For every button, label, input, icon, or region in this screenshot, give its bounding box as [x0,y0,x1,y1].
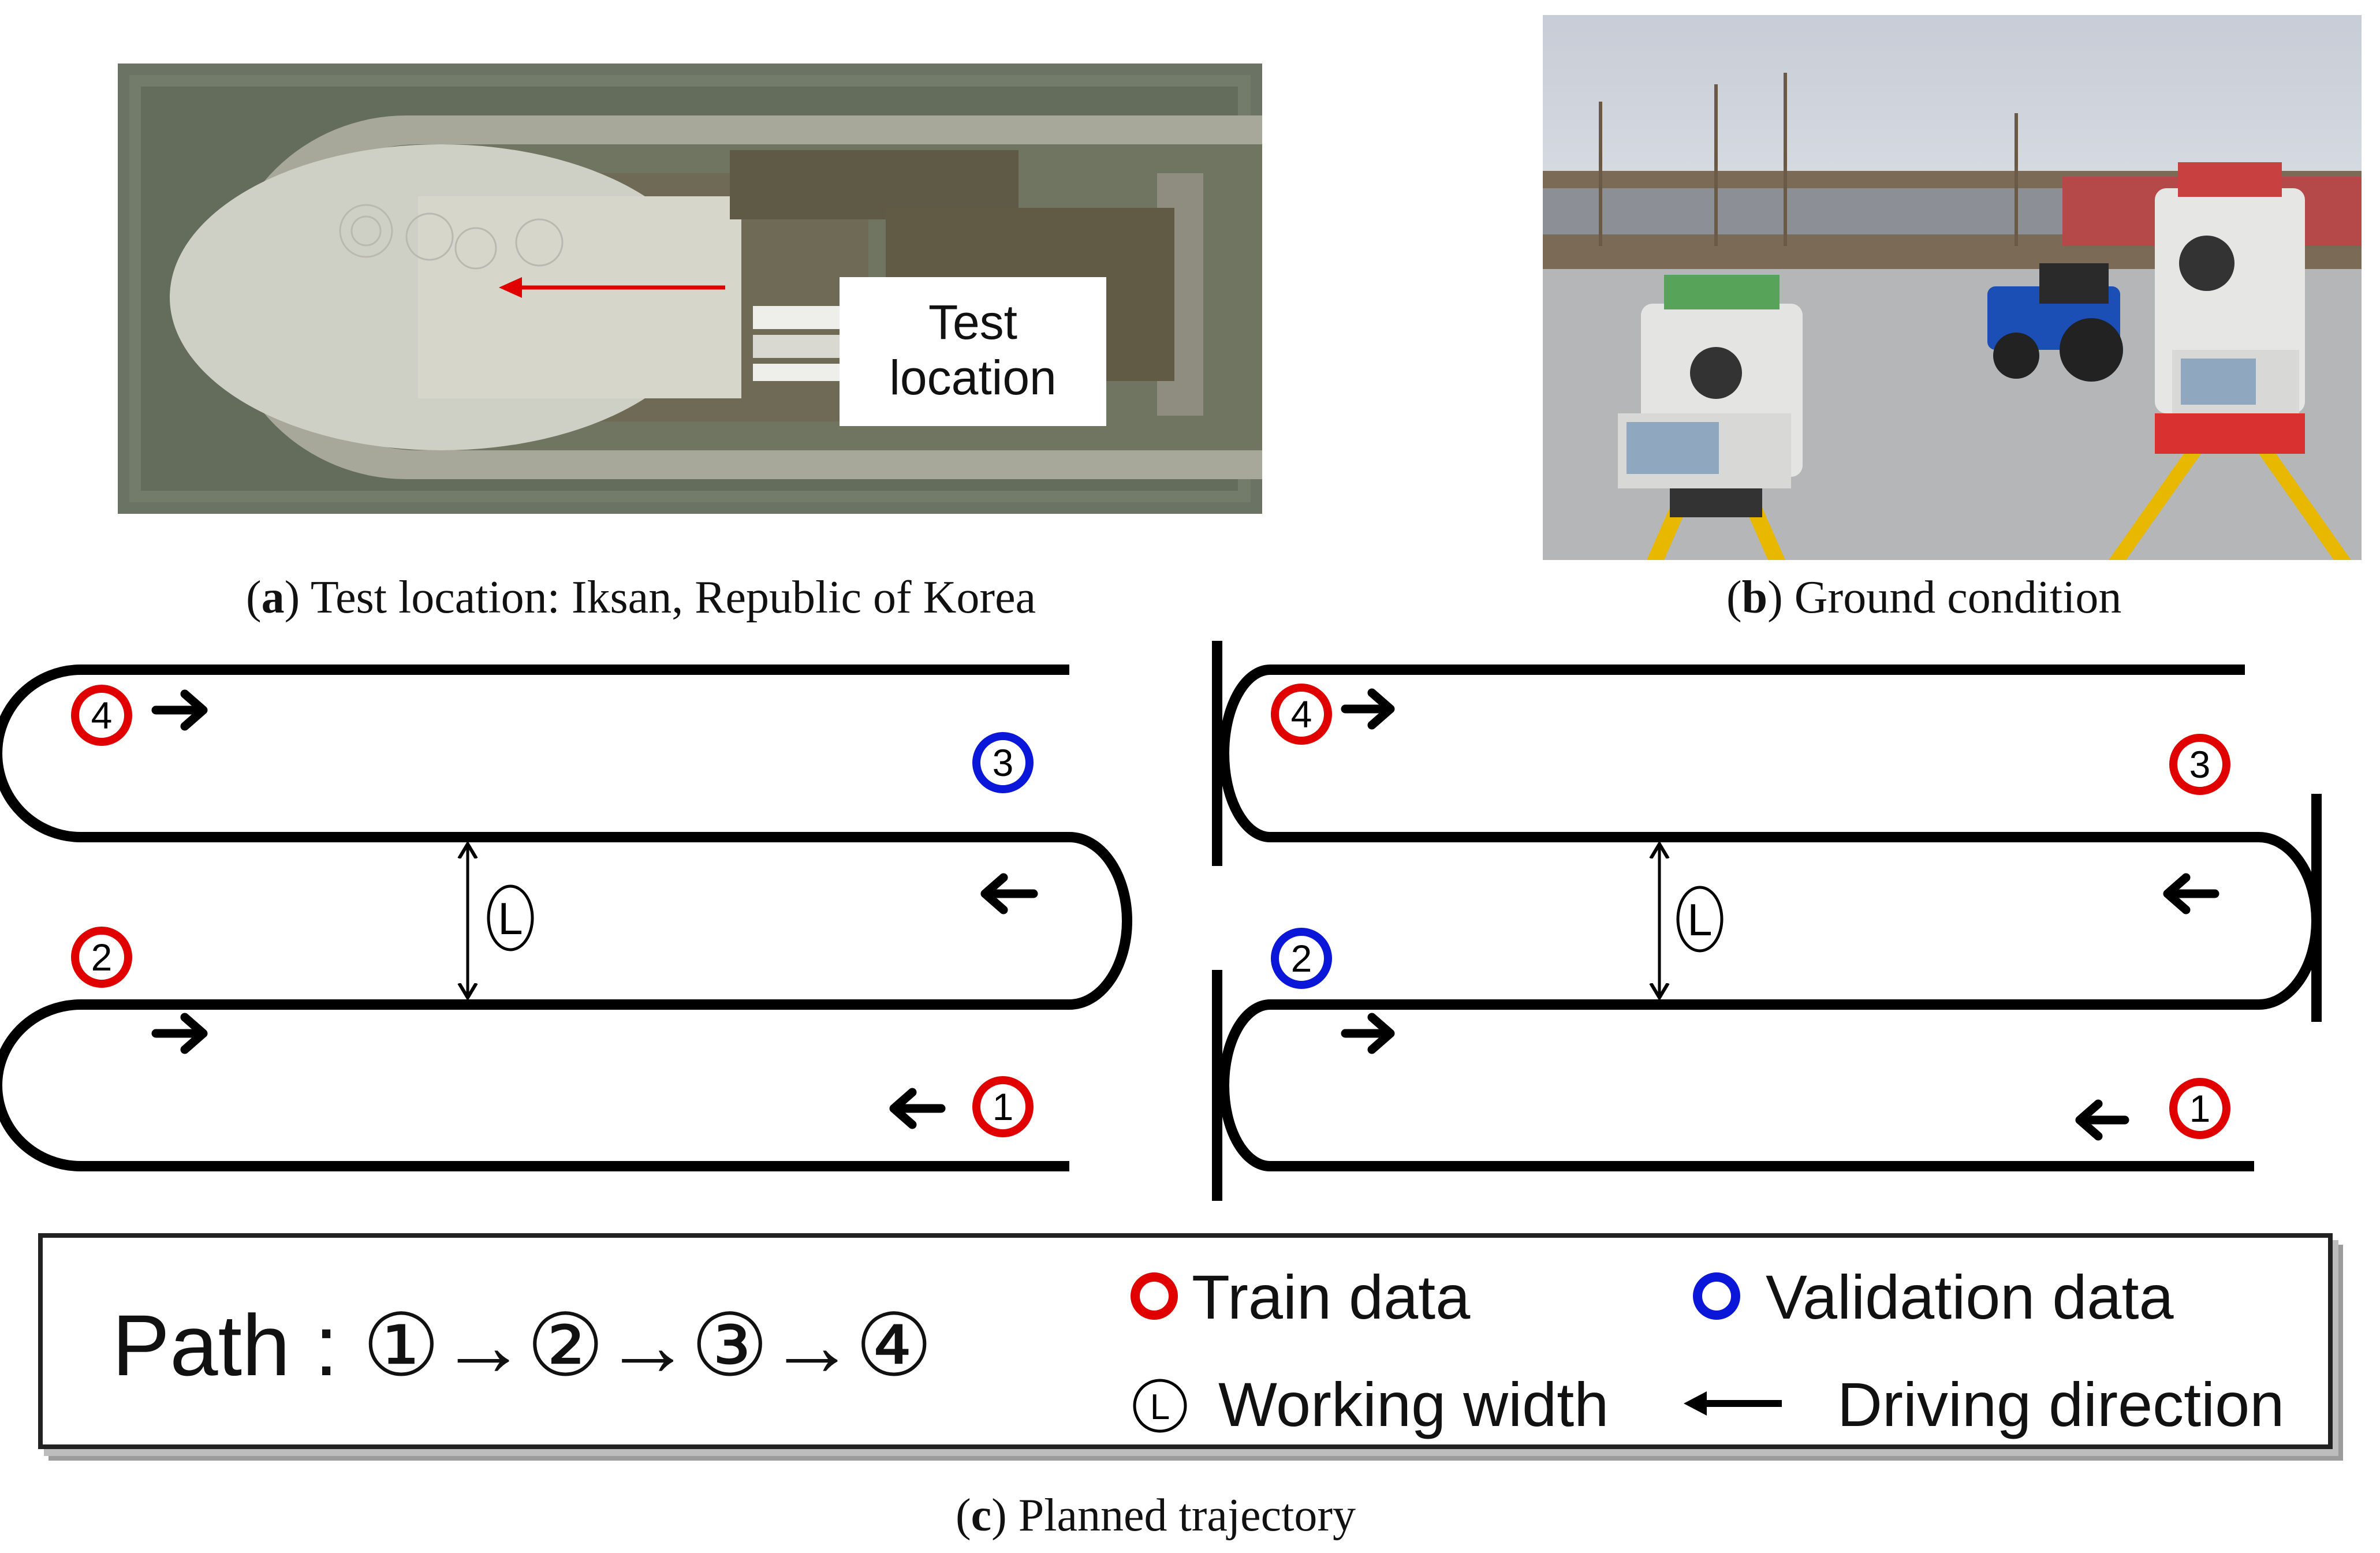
marker-number: 3 [993,741,1014,784]
right-track-middle [1270,832,2322,1010]
train-data-icon [1131,1272,1178,1320]
caption-c: (c) Planned trajectory [956,1490,1356,1541]
arrow-left-icon [889,1088,946,1129]
marker-train-3: 3 [2169,734,2230,795]
right-track-bottom [1219,999,2254,1171]
working-width-letter: L [498,893,523,944]
marker-train-1: 1 [972,1076,1034,1137]
caption-c-letter: c [971,1490,992,1541]
marker-train-1: 1 [2169,1078,2230,1139]
left-track-top [0,664,1069,842]
right-track-top [1219,664,2259,842]
driving-direction-icon [1684,1391,1782,1416]
test-location-callout: Test location [840,277,1106,426]
marker-number: 4 [91,694,113,737]
caption-b: (b) Ground condition [1726,572,2122,623]
caption-a: (a) Test location: Iksan, Republic of Ko… [246,572,1036,623]
callout-line1: Test [928,295,1018,349]
left-markers: 4 3 2 1 [71,685,1034,1137]
arrow-right-icon [1341,1013,1395,1054]
working-width-letter: L [1687,894,1712,945]
marker-train-4: 4 [1271,684,1332,745]
arrow-right-icon [151,689,208,731]
working-width-symbol [1676,886,1724,953]
aerial-photo-test-location: Test location [118,64,1262,514]
working-width-label: Working width [1218,1369,1609,1439]
marker-validation-2: 2 [1271,928,1332,989]
marker-train-4: 4 [71,685,132,746]
working-width-symbol [487,884,534,951]
path-sequence: Path : ①→②→③→④ [112,1297,933,1394]
train-data-label: Train data [1192,1262,1471,1332]
marker-number: 4 [1291,693,1312,736]
right-trajectory-diagram [1212,641,2322,1201]
caption-c-text: ) Planned trajectory [991,1490,1356,1541]
left-track-bottom [0,999,1069,1171]
left-driving-arrows [151,689,1038,1129]
left-track-middle [81,832,1132,1010]
validation-data-label: Validation data [1766,1262,2174,1332]
right-markers: 4 3 2 1 [1271,684,2230,1139]
legend-box: Path : ①→②→③→④ Train data Validation dat… [38,1233,2333,1449]
ground-photo-image [1543,15,2362,560]
ground-condition-photo [1543,15,2362,560]
arrow-right-icon [1341,688,1395,730]
marker-number: 1 [2189,1087,2211,1130]
callout-line2: location [889,350,1057,405]
arrow-right-icon [151,1013,208,1054]
marker-number: 2 [91,936,113,979]
trajectory-diagrams: L 4 3 2 1 L [0,641,2322,1201]
working-width-icon: L [1133,1379,1187,1433]
caption-b-letter: b [1741,572,1768,623]
arrow-left-icon [2163,873,2219,914]
marker-number: 1 [993,1085,1014,1128]
right-working-width: L [1659,844,1724,998]
validation-data-icon [1693,1272,1740,1320]
left-trajectory-diagram [0,664,1132,1171]
arrow-left-icon [980,873,1038,914]
caption-b-text: ) Ground condition [1767,572,2122,623]
working-width-icon-letter: L [1150,1387,1170,1427]
caption-a-letter: a [261,572,285,623]
marker-number: 3 [2189,743,2211,786]
driving-direction-label: Driving direction [1837,1369,2285,1439]
arrow-left-icon [2075,1099,2129,1141]
marker-validation-3: 3 [972,732,1034,793]
marker-number: 2 [1291,937,1312,980]
marker-train-2: 2 [71,927,132,988]
right-driving-arrows [1341,688,2219,1141]
caption-a-text: ) Test location: Iksan, Republic of Kore… [284,572,1036,623]
left-working-width: L [468,844,534,998]
